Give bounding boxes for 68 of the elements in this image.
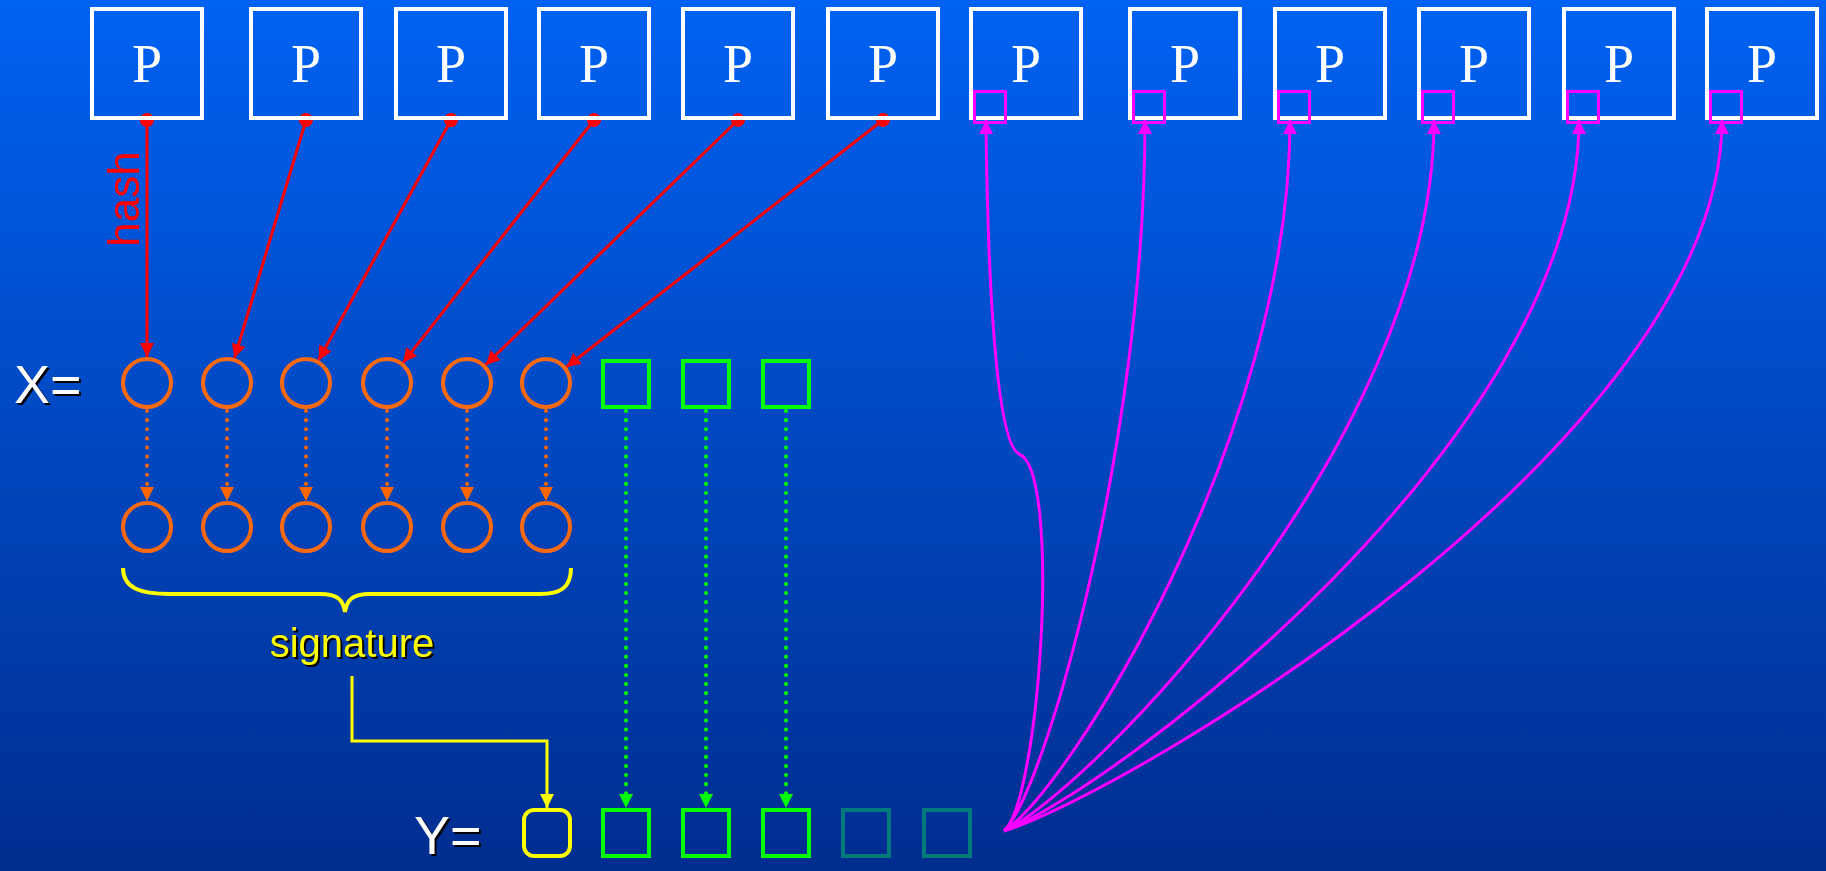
box-letter: P — [1603, 36, 1634, 91]
box-letter: P — [867, 36, 898, 91]
box-letter: P — [131, 36, 162, 91]
circle-node — [280, 357, 332, 409]
box-letter: P — [1314, 36, 1345, 91]
arrow — [299, 409, 313, 503]
small-square — [1277, 90, 1311, 124]
arrow — [484, 113, 745, 366]
arrow — [460, 409, 474, 503]
square — [681, 359, 731, 409]
equation-label: Y= — [414, 808, 482, 862]
arrow — [350, 676, 554, 808]
equation-label: X= — [14, 357, 82, 411]
arrow — [401, 113, 601, 364]
arrow — [220, 409, 234, 503]
arrow — [317, 113, 458, 361]
square — [841, 808, 891, 858]
circle-node — [441, 357, 493, 409]
circle-node — [121, 501, 173, 553]
arrow — [231, 113, 313, 359]
edge-label: hash — [101, 150, 146, 247]
p-box — [826, 7, 940, 120]
box-letter: P — [1010, 36, 1041, 91]
box-letter: P — [1169, 36, 1200, 91]
arrow — [140, 409, 154, 503]
arrow — [1003, 119, 1727, 833]
arrow — [1002, 119, 1152, 832]
p-box — [681, 7, 795, 120]
rounded-square — [522, 808, 572, 858]
p-box — [249, 7, 363, 120]
arrow — [1003, 119, 1297, 833]
arrow — [619, 409, 633, 810]
small-square — [973, 90, 1007, 124]
circle-node — [121, 357, 173, 409]
square — [601, 359, 651, 409]
arrow — [539, 409, 553, 503]
p-box — [537, 7, 651, 120]
small-square — [1566, 90, 1600, 124]
arrow — [565, 113, 890, 369]
square — [761, 359, 811, 409]
small-square — [1709, 90, 1743, 124]
box-letter: P — [578, 36, 609, 91]
circle-node — [201, 501, 253, 553]
signature-label: signature — [269, 623, 435, 663]
box-letter: P — [1746, 36, 1777, 91]
box-letter: P — [722, 36, 753, 91]
square — [922, 808, 972, 858]
circle-node — [280, 501, 332, 553]
p-box — [394, 7, 508, 120]
arrow — [380, 409, 394, 503]
square — [681, 808, 731, 858]
square — [601, 808, 651, 858]
box-letter: P — [1458, 36, 1489, 91]
circle-node — [361, 357, 413, 409]
circle-node — [520, 501, 572, 553]
arrow — [699, 409, 713, 810]
p-box — [90, 7, 204, 120]
arrow — [140, 113, 154, 357]
circle-node — [520, 357, 572, 409]
arrow — [779, 409, 793, 810]
circle-node — [441, 501, 493, 553]
square — [761, 808, 811, 858]
small-square — [1132, 90, 1166, 124]
small-square — [1421, 90, 1455, 124]
box-letter: P — [435, 36, 466, 91]
circle-node — [361, 501, 413, 553]
circle-node — [201, 357, 253, 409]
box-letter: P — [290, 36, 321, 91]
